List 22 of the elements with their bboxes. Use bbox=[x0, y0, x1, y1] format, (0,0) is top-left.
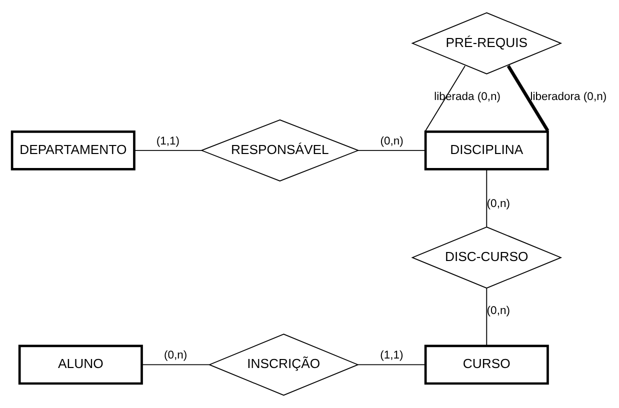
connector bbox=[134, 150, 202, 151]
edge-label: (1,1) bbox=[380, 350, 404, 362]
connector bbox=[506, 65, 550, 132]
node-diamond: RESPONSÁVEL bbox=[200, 119, 360, 182]
node-diamond: DISC-CURSO bbox=[411, 226, 562, 289]
node-box: DEPARTAMENTO bbox=[10, 130, 136, 170]
connector bbox=[141, 364, 210, 366]
connector bbox=[358, 364, 426, 366]
edge-label: (0,n) bbox=[486, 305, 510, 318]
connector bbox=[358, 150, 426, 151]
node-box: CURSO bbox=[424, 344, 549, 385]
node-diamond: INSCRIÇÃO bbox=[208, 334, 360, 396]
edge-label: liberadora (0,n) bbox=[530, 90, 607, 103]
node-diamond: PRÉ-REQUIS bbox=[411, 12, 562, 74]
node-box: DISCIPLINA bbox=[424, 130, 549, 170]
edge-label: (1,1) bbox=[156, 135, 180, 148]
edge-label: (0,n) bbox=[164, 350, 188, 362]
edge-label: (0,n) bbox=[486, 198, 510, 210]
node-box: ALUNO bbox=[18, 344, 143, 385]
connector bbox=[486, 288, 488, 346]
edge-label: (0,n) bbox=[380, 135, 404, 148]
connector bbox=[486, 169, 488, 228]
